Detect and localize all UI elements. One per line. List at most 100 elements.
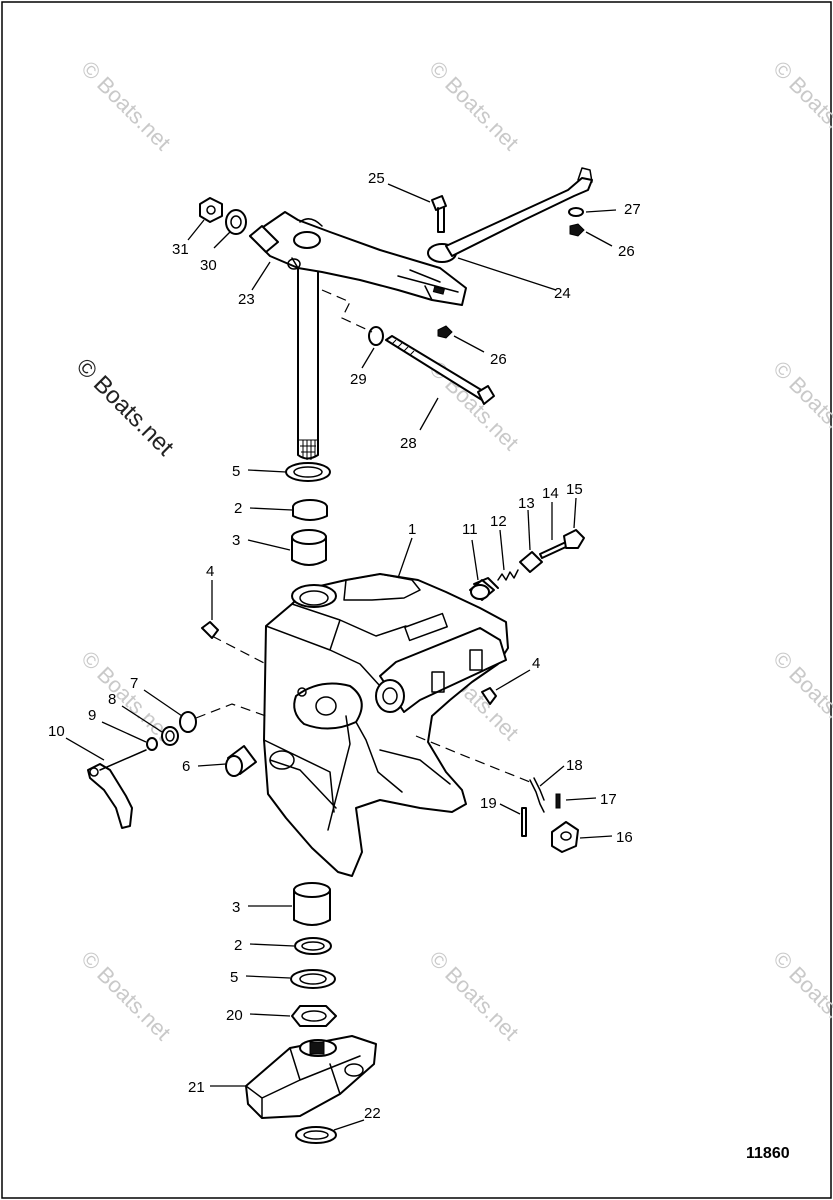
- lower-retainer-hole: [301, 1010, 327, 1022]
- arm-slot: [432, 286, 445, 295]
- link-rod-end: [577, 167, 593, 183]
- leader-9: [101, 721, 147, 743]
- callout-20: 20: [226, 1007, 243, 1024]
- arm-pivot: [287, 258, 301, 270]
- bushing-face: [470, 584, 490, 600]
- upper-bearing-stack: [285, 462, 331, 566]
- arm-web: [291, 218, 459, 301]
- callout-29: 29: [350, 371, 367, 388]
- callout-22: 22: [364, 1105, 381, 1122]
- leader-6: [197, 763, 227, 767]
- leader-3a: [247, 539, 291, 551]
- callout-18: 18: [566, 757, 583, 774]
- figure-number: 11860: [746, 1145, 790, 1162]
- watermarks: © Boats.net © Boats.net © Boats.net © Bo…: [71, 56, 833, 1045]
- callout-13: 13: [518, 495, 535, 512]
- bottom-seal: [295, 1126, 337, 1144]
- watermark: © Boats.net: [768, 946, 833, 1045]
- lower-bushing: [293, 889, 331, 926]
- callout-5: 5: [232, 463, 240, 480]
- bracket-trunnion: [379, 627, 507, 713]
- callout-12: 12: [490, 513, 507, 530]
- trunnion-pad: [431, 671, 445, 693]
- yoke-boss: [344, 1063, 364, 1077]
- watermark: © Boats.net: [76, 646, 175, 745]
- callout-2: 2: [234, 937, 242, 954]
- watermark: © Boats.net: [424, 946, 523, 1045]
- callout-23: 23: [238, 291, 255, 308]
- watermark: © Boats.net: [76, 946, 175, 1045]
- screw: [431, 195, 447, 233]
- leader-30: [213, 231, 231, 249]
- upper-seal-band: [292, 506, 328, 521]
- callout-16: 16: [616, 829, 633, 846]
- watermark: © Boats.net: [768, 356, 833, 455]
- swivel-bracket: [195, 573, 531, 877]
- callout-19: 19: [480, 795, 497, 812]
- washer-hole: [230, 215, 242, 229]
- leader-15: [573, 497, 577, 529]
- alignment-line: [211, 635, 267, 665]
- leader-26b: [453, 335, 485, 353]
- callout-9: 9: [88, 707, 96, 724]
- bottom-seal-inner: [303, 1130, 329, 1140]
- callout-14: 14: [542, 485, 559, 502]
- trunnion-pad: [404, 612, 448, 642]
- leader-5b: [245, 975, 291, 979]
- callout-3: 3: [232, 899, 240, 916]
- callout-30: 30: [200, 257, 217, 274]
- leader-28: [419, 397, 439, 431]
- trunnion-end-inner: [382, 687, 398, 705]
- callout-10: 10: [48, 723, 65, 740]
- alignment-line: [321, 289, 373, 333]
- leader-17: [565, 797, 597, 801]
- bracket-shaft-bore-inner: [299, 590, 329, 606]
- leader-7: [143, 689, 183, 717]
- washer: [161, 726, 179, 746]
- callout-4: 4: [206, 563, 214, 580]
- leader-31: [187, 219, 205, 241]
- leader-26a: [585, 231, 613, 247]
- leader-18: [539, 765, 565, 787]
- leader-2a: [249, 507, 293, 511]
- arm-boss: [249, 225, 279, 253]
- leader-29: [361, 347, 375, 369]
- leader-20: [249, 1013, 291, 1017]
- plunger: [519, 551, 543, 573]
- small-nut: [437, 325, 453, 339]
- leader-lines: [65, 183, 617, 1131]
- callout-31: 31: [172, 241, 189, 258]
- steering-shaft: [297, 261, 319, 460]
- yoke-detail: [245, 1047, 361, 1119]
- pivot-boss-bolt: [297, 687, 307, 697]
- lower-thrust-washer-inner: [299, 973, 327, 985]
- callout-7: 7: [130, 675, 138, 692]
- callout-21: 21: [188, 1079, 205, 1096]
- leader-4b: [495, 669, 531, 691]
- callout-labels: 25 27 26 24 23 30 31 26 29 28 5 2 3 1 11…: [48, 170, 641, 1122]
- leader-11: [471, 539, 479, 581]
- leader-10: [65, 737, 105, 761]
- trunnion-pad: [469, 649, 483, 671]
- callout-26: 26: [618, 243, 635, 260]
- lever-rod: [99, 749, 147, 771]
- side-bushing-face: [225, 755, 243, 777]
- clamp-block: [551, 821, 579, 853]
- callout-28: 28: [400, 435, 417, 452]
- leader-13: [527, 509, 531, 551]
- leader-24: [457, 257, 557, 291]
- lever-pivot: [89, 767, 99, 777]
- tilt-lock-lever: [87, 763, 133, 829]
- callout-11: 11: [462, 521, 478, 538]
- lower-retainer: [291, 1005, 337, 1027]
- leader-16: [579, 835, 613, 839]
- callout-2: 2: [234, 500, 242, 517]
- leader-8: [121, 705, 163, 733]
- watermark: © Boats.net: [424, 56, 523, 155]
- lower-seal: [294, 937, 332, 955]
- bracket-leg: [269, 715, 451, 831]
- spring-clip: [529, 777, 545, 813]
- callout-3: 3: [232, 532, 240, 549]
- washer: [225, 209, 247, 235]
